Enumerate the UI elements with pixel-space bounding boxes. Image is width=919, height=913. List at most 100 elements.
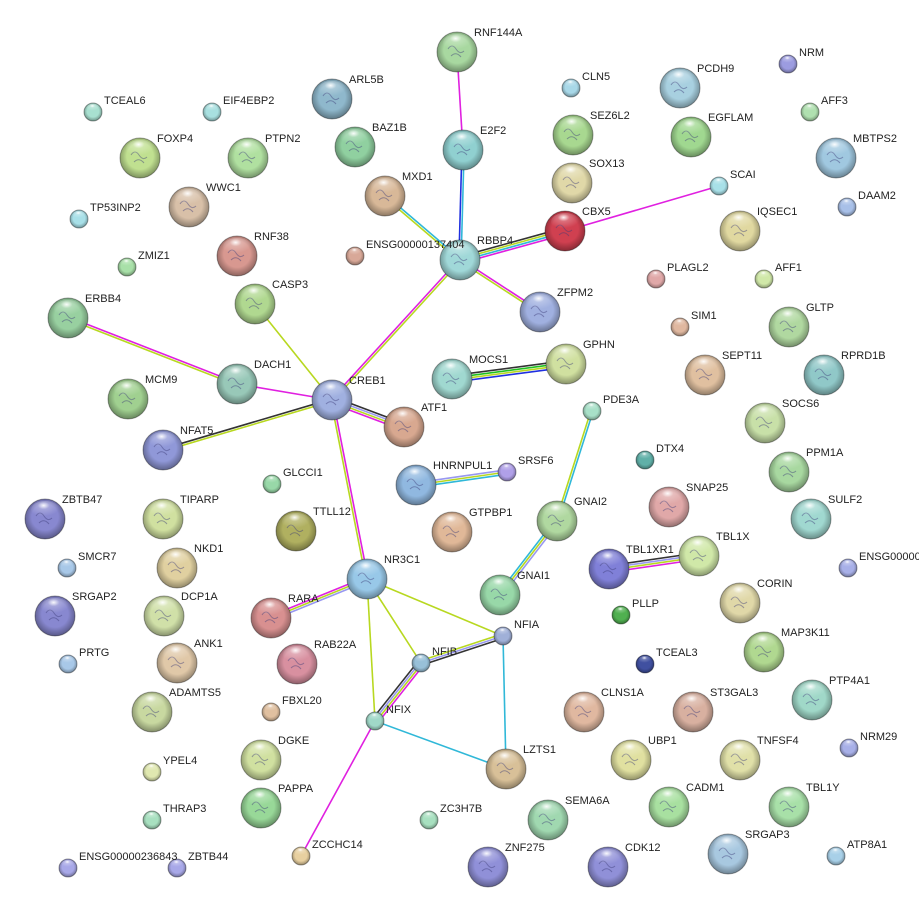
node-socs6[interactable] — [744, 402, 786, 444]
node-erbb4[interactable] — [47, 297, 89, 339]
node-gltp[interactable] — [768, 306, 810, 348]
node-smcr7[interactable] — [57, 558, 77, 578]
node-atp8a1[interactable] — [826, 846, 846, 866]
edge-scai-cbx5[interactable] — [564, 185, 720, 232]
node-iqsec1[interactable] — [719, 210, 761, 252]
edge-nfia-lzts1[interactable] — [502, 635, 507, 770]
node-mcm9[interactable] — [107, 378, 149, 420]
node-gnai2[interactable] — [536, 500, 578, 542]
node-tbl1xr1[interactable] — [588, 548, 630, 590]
node-sulf2[interactable] — [790, 498, 832, 540]
node-pllp[interactable] — [611, 605, 631, 625]
node-sox13[interactable] — [551, 162, 593, 204]
node-dach1[interactable] — [216, 363, 258, 405]
edge-nfat5-creb1[interactable] — [162, 398, 333, 452]
node-srsf6[interactable] — [497, 462, 517, 482]
node-daam2[interactable] — [837, 197, 857, 217]
node-sema6a[interactable] — [527, 799, 569, 841]
node-clns1a[interactable] — [563, 691, 605, 733]
node-adamts5[interactable] — [131, 691, 173, 733]
node-rnf144a[interactable] — [436, 31, 478, 73]
node-ttll12[interactable] — [275, 510, 317, 552]
node-cln5[interactable] — [561, 78, 581, 98]
node-srgap2[interactable] — [34, 595, 76, 637]
node-ypel4[interactable] — [142, 762, 162, 782]
edge-rbbp4-creb1[interactable] — [330, 258, 462, 402]
edge-nr3c1-nfia[interactable] — [366, 578, 504, 637]
node-sim1[interactable] — [670, 317, 690, 337]
node-pappa[interactable] — [240, 787, 282, 829]
node-ppm1a[interactable] — [768, 451, 810, 493]
node-cdk12[interactable] — [587, 846, 629, 888]
node-gphn[interactable] — [545, 343, 587, 385]
node-thrap3[interactable] — [142, 810, 162, 830]
node-corin[interactable] — [719, 582, 761, 624]
node-lzts1[interactable] — [485, 748, 527, 790]
edge-creb1-nr3c1[interactable] — [330, 399, 369, 580]
node-zbtb47[interactable] — [24, 498, 66, 540]
node-dcp1a[interactable] — [143, 595, 185, 637]
edge-nfib-nfia[interactable] — [420, 633, 504, 666]
node-map3k11[interactable] — [743, 631, 785, 673]
edge-casp3-creb1[interactable] — [254, 303, 333, 401]
node-aff3[interactable] — [800, 102, 820, 122]
node-dgke[interactable] — [240, 739, 282, 781]
node-dtx4[interactable] — [635, 450, 655, 470]
node-e2f2[interactable] — [442, 129, 484, 171]
node-zcchc14[interactable] — [291, 846, 311, 866]
node-ptpn2[interactable] — [227, 137, 269, 179]
node-tceal6[interactable] — [83, 102, 103, 122]
node-prtg[interactable] — [58, 654, 78, 674]
node-rab22a[interactable] — [276, 643, 318, 685]
node-zbtb44[interactable] — [167, 858, 187, 878]
node-nfix[interactable] — [365, 711, 385, 731]
node-st3gal3[interactable] — [672, 691, 714, 733]
node-arl5b[interactable] — [311, 78, 353, 120]
node-eif4ebp2[interactable] — [202, 102, 222, 122]
node-nr3c1[interactable] — [346, 558, 388, 600]
node-tbl1y[interactable] — [768, 786, 810, 828]
node-aff1[interactable] — [754, 269, 774, 289]
node-nrm29[interactable] — [839, 738, 859, 758]
node-rbbp4[interactable] — [439, 239, 481, 281]
node-pde3a[interactable] — [582, 401, 602, 421]
node-wwc1[interactable] — [168, 186, 210, 228]
node-scai[interactable] — [709, 176, 729, 196]
node-snap25[interactable] — [648, 486, 690, 528]
node-gtpbp1[interactable] — [431, 511, 473, 553]
node-casp3[interactable] — [234, 283, 276, 325]
node-pcdh9[interactable] — [659, 67, 701, 109]
node-tiparp[interactable] — [142, 498, 184, 540]
edge-erbb4-dach1[interactable] — [67, 316, 238, 386]
node-plagl2[interactable] — [646, 269, 666, 289]
node-zc3h7b[interactable] — [419, 810, 439, 830]
node-mxd1[interactable] — [364, 175, 406, 217]
node-atf1[interactable] — [383, 406, 425, 448]
node-mbtps2[interactable] — [815, 137, 857, 179]
node-ptp4a1[interactable] — [791, 679, 833, 721]
node-mocs1[interactable] — [431, 358, 473, 400]
node-ank1[interactable] — [156, 642, 198, 684]
node-nfat5[interactable] — [142, 429, 184, 471]
node-zmiz1[interactable] — [117, 257, 137, 277]
node-sez6l2[interactable] — [552, 114, 594, 156]
node-ubp1[interactable] — [610, 739, 652, 781]
node-rprd1b[interactable] — [803, 354, 845, 396]
node-gnai1[interactable] — [479, 574, 521, 616]
node-foxp4[interactable] — [119, 137, 161, 179]
node-fbxl20[interactable] — [261, 702, 281, 722]
node-glcci1[interactable] — [262, 474, 282, 494]
node-zfpm2[interactable] — [519, 291, 561, 333]
node-nkd1[interactable] — [156, 547, 198, 589]
node-nrm[interactable] — [778, 54, 798, 74]
node-ensg00000[interactable] — [838, 558, 858, 578]
node-tnfsf4[interactable] — [719, 739, 761, 781]
node-hnrnpul1[interactable] — [395, 464, 437, 506]
node-tbl1x[interactable] — [678, 535, 720, 577]
node-nfib[interactable] — [411, 653, 431, 673]
node-tceal3[interactable] — [635, 654, 655, 674]
node-nfia[interactable] — [493, 626, 513, 646]
node-tp53inp2[interactable] — [69, 209, 89, 229]
node-sept11[interactable] — [684, 354, 726, 396]
edge-nr3c1-nfix[interactable] — [366, 578, 376, 722]
